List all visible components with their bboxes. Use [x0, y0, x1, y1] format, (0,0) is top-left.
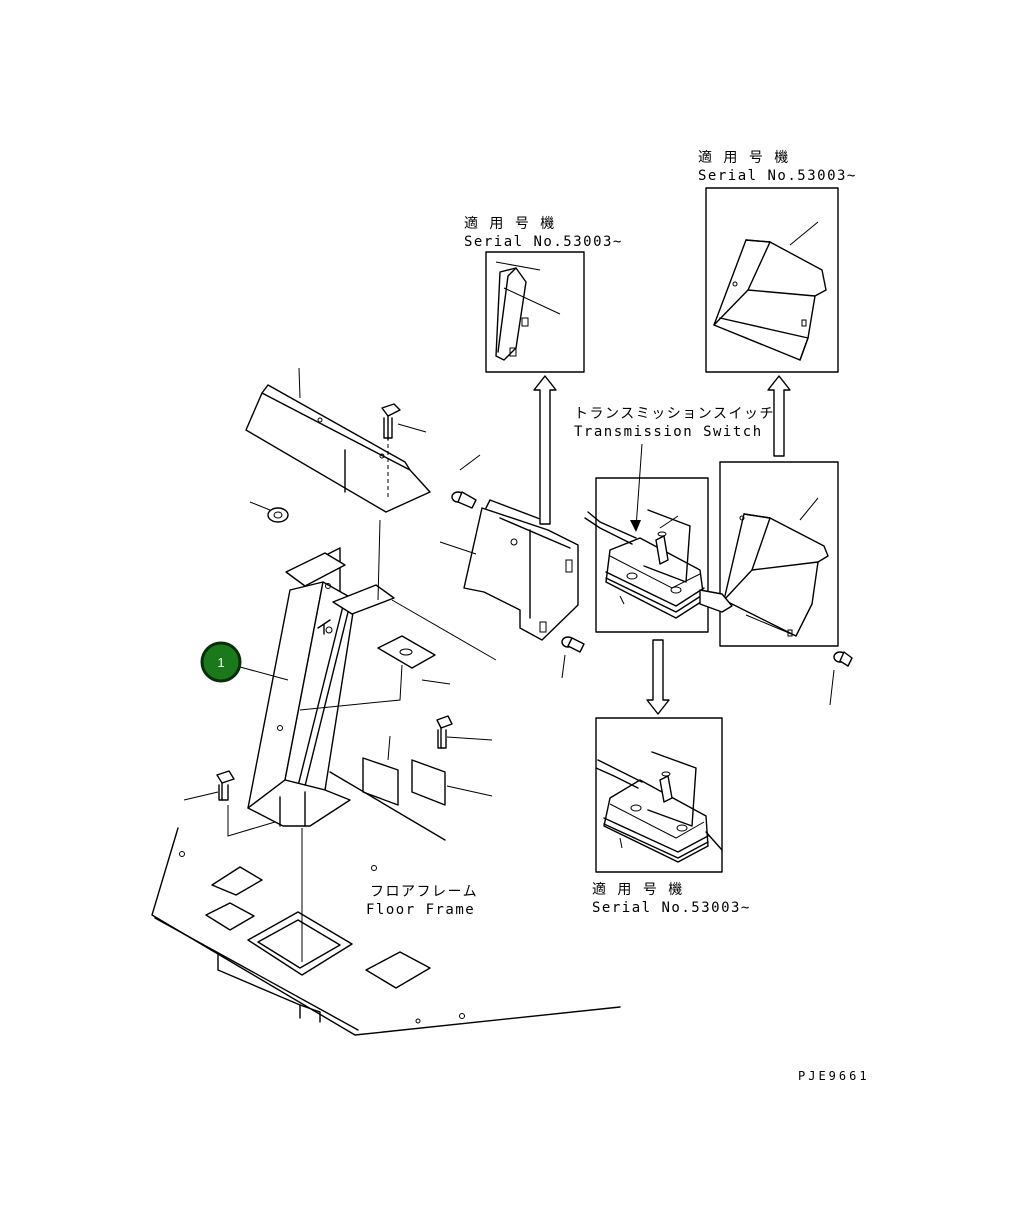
- detail-box-large-cover: [705, 187, 839, 373]
- serial-label-en: Serial No.53003~: [464, 234, 623, 250]
- pad: [362, 757, 399, 806]
- serial-label-jp: 適 用 号 機: [464, 215, 556, 232]
- detail-box-small-cover: [485, 251, 585, 373]
- floor-frame-label-en: Floor Frame: [366, 902, 475, 918]
- serial-label-jp: 適 用 号 機: [592, 881, 684, 898]
- screw: [561, 636, 585, 653]
- downward-arrow: [646, 639, 670, 715]
- upper-column-cover: [245, 384, 431, 513]
- detail-box-transmission-switch-serial: [595, 717, 723, 873]
- detail-box-transmission-switch: [584, 477, 733, 633]
- callout-badge-1[interactable]: 1: [200, 641, 242, 683]
- serial-label-jp: 適 用 号 機: [698, 149, 790, 166]
- rubber-block: [377, 635, 436, 669]
- upward-arrow: [767, 375, 791, 457]
- switch-leader-arrow: [630, 443, 643, 532]
- screw: [451, 491, 477, 509]
- hex-bolt: [436, 715, 453, 749]
- callout-circle: [200, 641, 242, 683]
- pad: [411, 759, 446, 806]
- upward-arrow: [533, 375, 557, 525]
- steering-column-bracket: [247, 547, 395, 827]
- callout-number: 1: [217, 655, 224, 670]
- hex-bolt: [381, 403, 401, 500]
- leader-line: [329, 771, 446, 841]
- drawing-code: PJE9661: [798, 1069, 870, 1083]
- serial-label-en: Serial No.53003~: [698, 168, 857, 184]
- floor-frame-plate: [151, 827, 621, 1036]
- screw: [833, 651, 853, 667]
- lower-side-cover: [463, 499, 579, 641]
- leader-lines: [183, 367, 835, 962]
- hex-nut: [267, 507, 289, 523]
- detail-box-side-cover: [719, 461, 839, 647]
- transmission-switch-label-jp: トランスミッションスイッチ: [574, 406, 775, 422]
- transmission-switch-label-en: Transmission Switch: [574, 424, 763, 440]
- hex-bolt: [216, 770, 235, 801]
- serial-label-en: Serial No.53003~: [592, 900, 751, 916]
- floor-frame-label-jp: フロアフレーム: [370, 884, 478, 900]
